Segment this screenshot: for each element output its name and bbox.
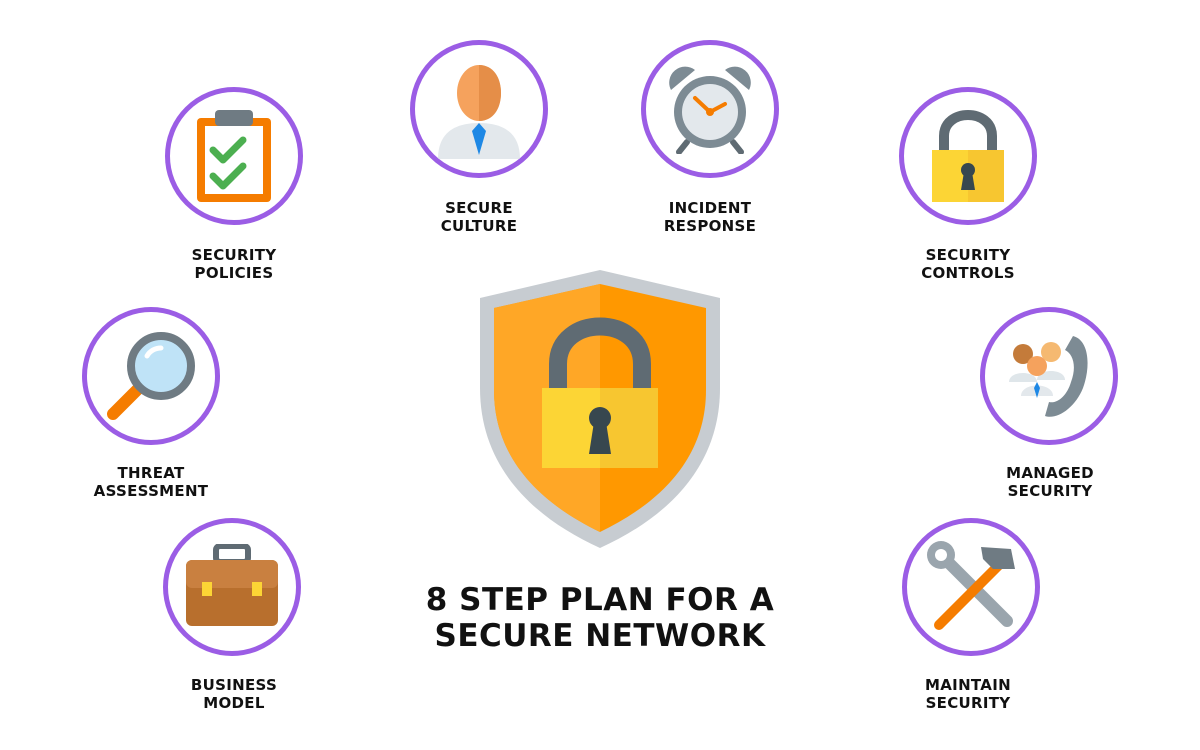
step-label: INCIDENT RESPONSE [663, 199, 757, 235]
step-label: BUSINESS MODEL [190, 676, 278, 712]
step-label: SECURITY CONTROLS [921, 246, 1015, 282]
team-phone-icon [1009, 336, 1088, 417]
step-circle [82, 307, 220, 445]
step-circle [980, 307, 1118, 445]
briefcase-icon [186, 544, 278, 626]
shield-padlock-icon [480, 270, 720, 548]
clipboard-checklist-icon [197, 110, 271, 202]
step-label: MAINTAIN SECURITY [925, 676, 1011, 712]
step-label: SECURE CULTURE [440, 199, 518, 235]
title-line-1: 8 STEP PLAN FOR A [425, 582, 775, 618]
step-label: THREAT ASSESSMENT [93, 464, 209, 500]
step-circle [641, 40, 779, 178]
businessman-icon [438, 65, 520, 159]
padlock-icon [932, 110, 1004, 202]
magnifying-glass-icon [107, 332, 195, 420]
step-circle [902, 518, 1040, 656]
step-circle [410, 40, 548, 178]
step-circle [163, 518, 301, 656]
wrench-hammer-icon [927, 541, 1015, 630]
step-label: SECURITY POLICIES [191, 246, 277, 282]
title-line-2: SECURE NETWORK [434, 618, 766, 654]
step-circle [899, 87, 1037, 225]
diagram-title: 8 STEP PLAN FOR A SECURE NETWORK [390, 582, 810, 654]
step-circle [165, 87, 303, 225]
alarm-clock-icon [669, 66, 751, 154]
step-label: MANAGED SECURITY [1006, 464, 1094, 500]
